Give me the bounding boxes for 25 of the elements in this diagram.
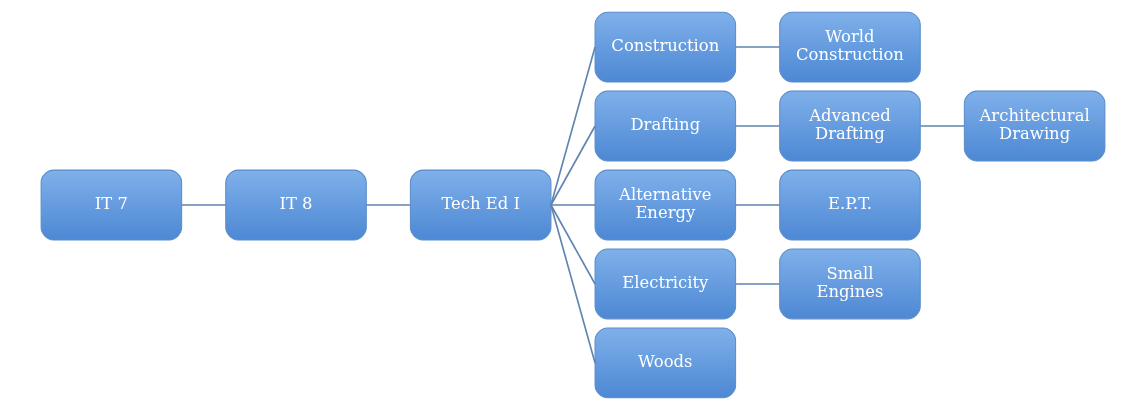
node-box: Drafting [594, 90, 736, 162]
connector [364, 204, 411, 206]
connector [734, 125, 781, 127]
node-box: Woods [594, 327, 736, 399]
connector [918, 125, 965, 127]
node-box: Electricity [594, 248, 736, 320]
connector [549, 46, 596, 206]
connector [734, 204, 781, 206]
node-box: E.P.T. [778, 169, 921, 241]
node-box: IT 7 [40, 169, 182, 241]
node-box: Architectural Drawing [963, 90, 1105, 162]
node-box: Construction [594, 11, 736, 83]
connector [734, 283, 781, 285]
node-box: Advanced Drafting [778, 90, 921, 162]
node-box: Alternative Energy [594, 169, 736, 241]
connector [180, 204, 227, 206]
node-box: Small Engines [778, 248, 921, 320]
connector [734, 46, 781, 48]
node-box: IT 8 [224, 169, 367, 241]
node-box: Tech Ed I [409, 169, 551, 241]
connector [549, 204, 596, 364]
node-box: World Construction [778, 11, 921, 83]
connector [549, 204, 596, 206]
connector [549, 125, 596, 206]
connector [549, 204, 596, 285]
